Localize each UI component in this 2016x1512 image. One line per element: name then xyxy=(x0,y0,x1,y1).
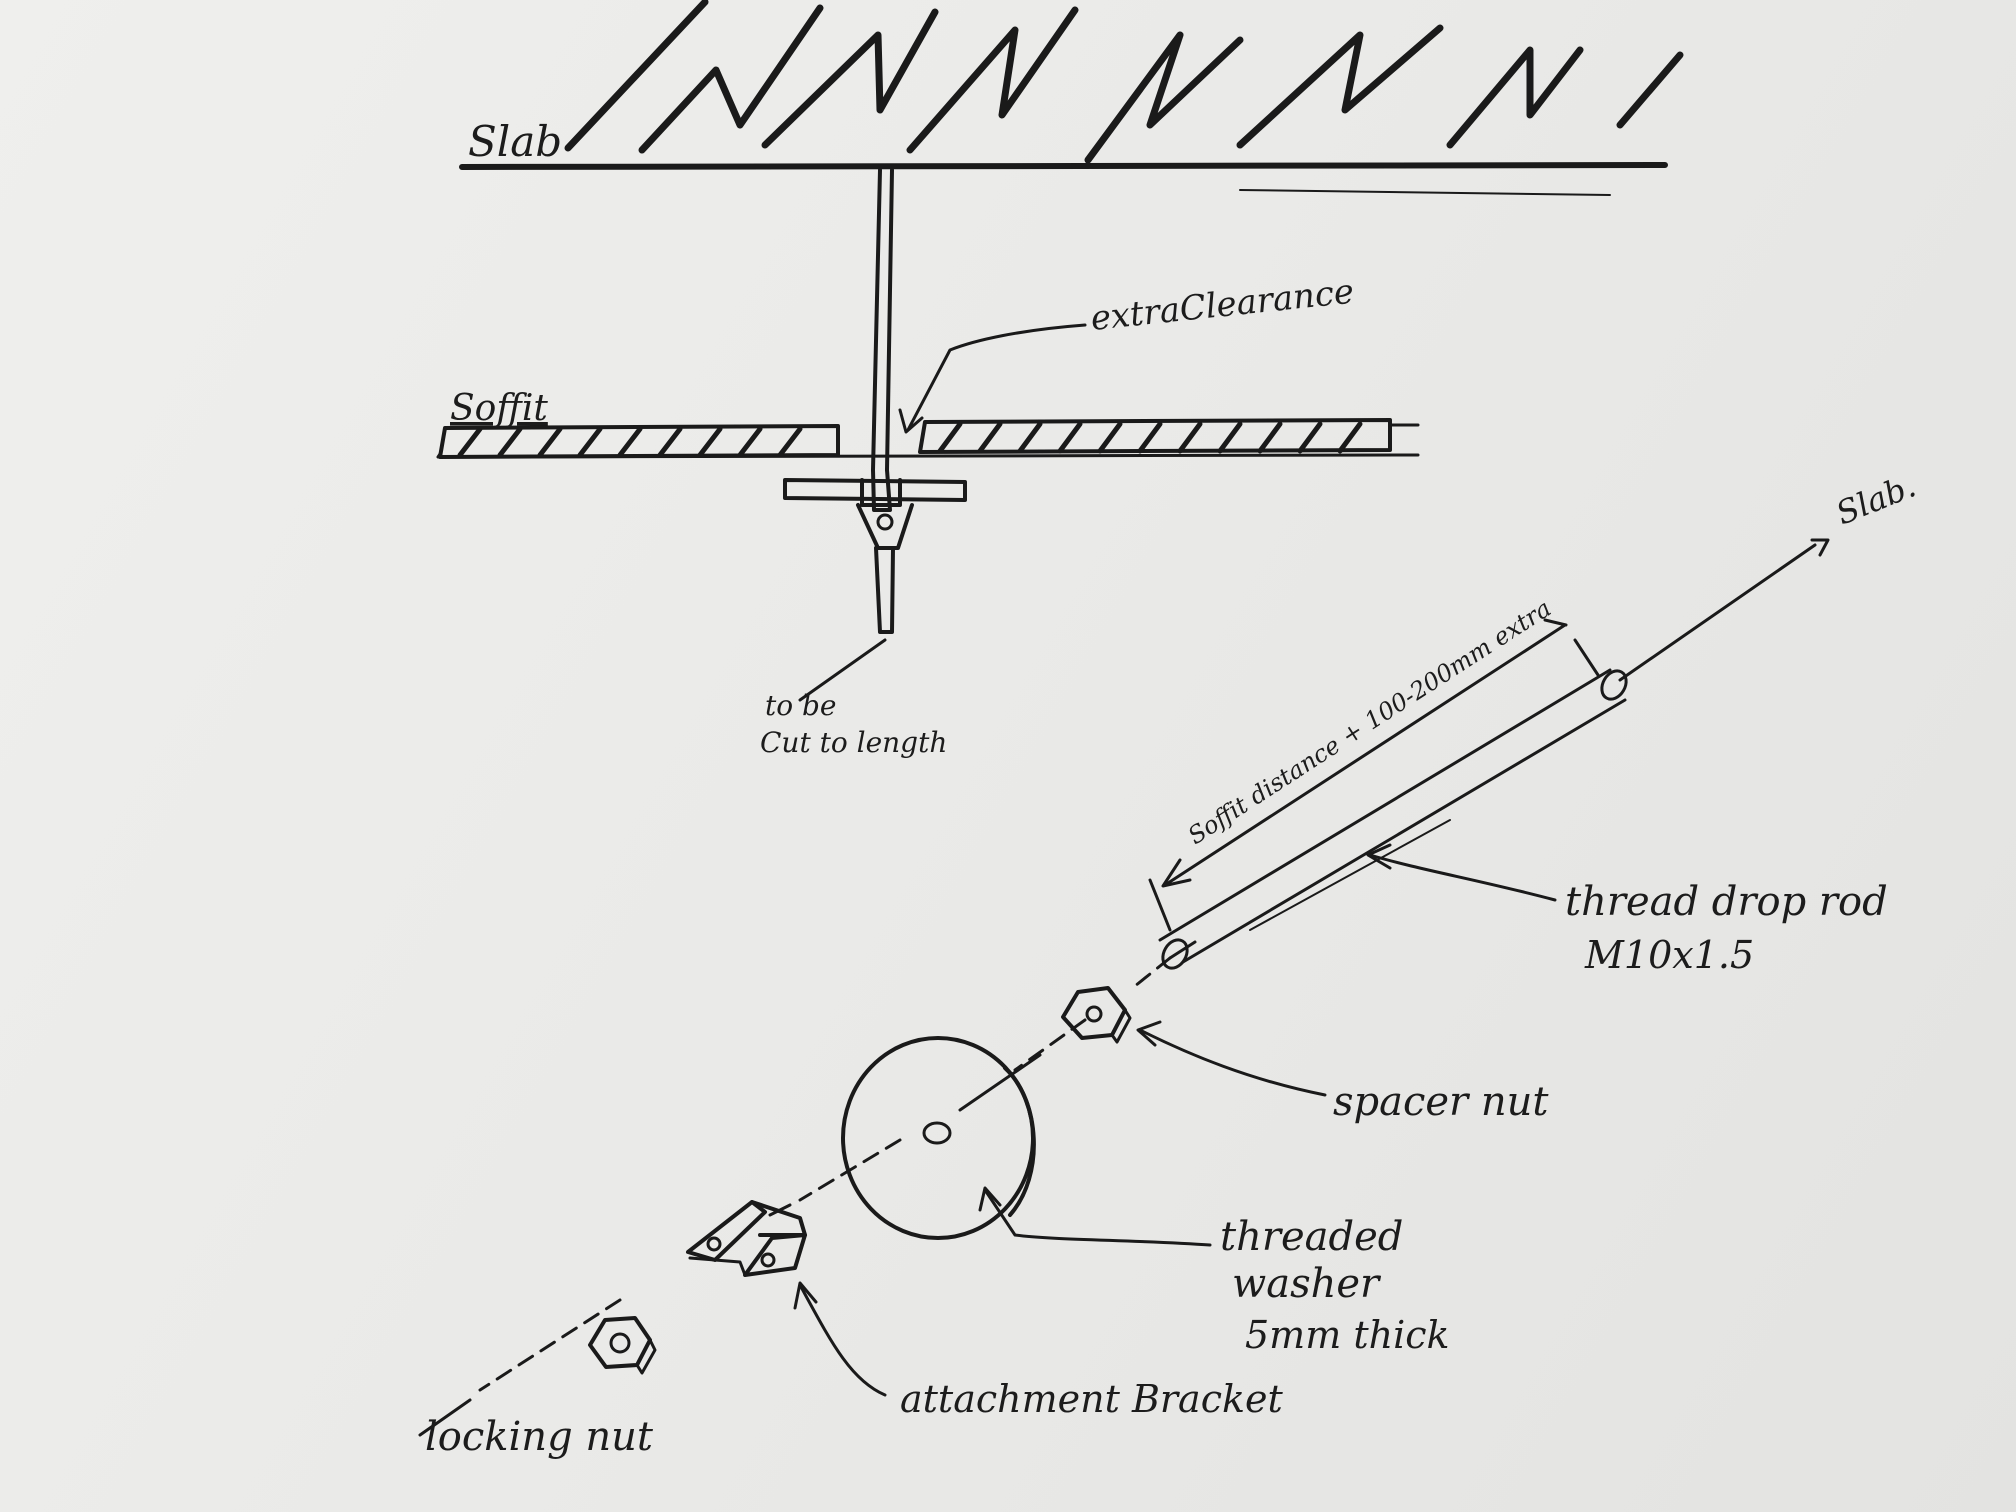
rod-left-edge xyxy=(871,168,882,472)
bracket-face-right xyxy=(743,1233,807,1277)
axis-dashed-line xyxy=(478,956,1172,1392)
slab-hatch xyxy=(1236,24,1444,149)
washer-label-line1: threaded xyxy=(1220,1214,1403,1260)
slab xyxy=(459,0,1684,196)
slab-hatch xyxy=(564,0,709,152)
rod-right-edge xyxy=(885,168,894,472)
spacer-nut-section xyxy=(860,478,902,507)
rod-label-line2: M10x1.5 xyxy=(1584,933,1754,977)
axis-arrowhead xyxy=(1810,538,1830,557)
rod-shading xyxy=(1249,819,1451,931)
spacer-nut xyxy=(1061,986,1132,1044)
clearance-leader xyxy=(906,323,1087,432)
spacer-nut-leader xyxy=(1138,1028,1327,1097)
slab-hatch xyxy=(1446,46,1584,149)
rod-nut-top xyxy=(871,468,892,512)
drop-rod-section xyxy=(871,168,894,512)
washer-label-line3: 5mm thick xyxy=(1245,1313,1450,1357)
spacer-nut-label: spacer nut xyxy=(1333,1079,1549,1125)
dim-tick xyxy=(1543,618,1568,627)
washer-arrowhead xyxy=(978,1186,1002,1212)
rod-leader xyxy=(1368,853,1557,902)
dim-arrow xyxy=(1161,858,1192,888)
dim-extension-bottom xyxy=(1148,878,1172,932)
bracket-arrowhead xyxy=(793,1281,818,1310)
soffit-base-line xyxy=(436,452,1420,459)
slab-underside-line xyxy=(459,162,1668,170)
rod-upper-edge xyxy=(1158,668,1612,942)
slab-label: Slab xyxy=(468,117,562,166)
slab-shadow-line xyxy=(1239,189,1611,196)
axis-segments xyxy=(418,940,1197,1437)
washer-plate xyxy=(783,478,967,502)
washer-edge xyxy=(1003,1066,1036,1217)
bracket-section xyxy=(856,503,914,550)
bracket-top xyxy=(750,1200,807,1237)
bracket-hole-right xyxy=(760,1252,776,1268)
cut-label-line1: to be xyxy=(765,689,837,722)
rod-end-top xyxy=(1600,669,1628,701)
cut-leader xyxy=(798,638,887,702)
soffit-hatching xyxy=(457,421,1363,458)
slab-hatch xyxy=(906,6,1079,154)
soffit-label: Soffit xyxy=(450,388,548,429)
bracket-hole xyxy=(876,513,894,531)
dimension-label: Soffit distance + 100-200mm extra xyxy=(1183,594,1556,850)
bracket-base xyxy=(688,1256,747,1277)
dim-line xyxy=(1163,623,1567,887)
extra-clearance-label: extraClearance xyxy=(1089,272,1356,339)
soffit-right-panel xyxy=(918,418,1392,454)
dim-extension-top xyxy=(1573,638,1600,677)
exploded-axis xyxy=(418,538,1830,1437)
rod-label-line1: thread drop rod xyxy=(1565,879,1888,925)
soffit xyxy=(436,418,1420,459)
rod-lower-edge xyxy=(1181,698,1627,964)
attachment-bracket xyxy=(686,1200,807,1277)
slab-hatch xyxy=(761,8,939,149)
washer-hole xyxy=(922,1121,952,1145)
washer-label-line2: washer xyxy=(1232,1261,1382,1307)
dimension xyxy=(1148,618,1600,932)
rod-arrowhead xyxy=(1366,843,1392,870)
locking-nut-hole xyxy=(609,1332,631,1354)
spacer-nut-arrowhead xyxy=(1136,1020,1162,1047)
threaded-rod xyxy=(1158,668,1628,970)
spacer-nut-hole xyxy=(1085,1005,1103,1023)
spacer-nut-side xyxy=(1110,1008,1132,1044)
cut-label-line2: Cut to length xyxy=(760,726,947,759)
bracket-label: attachment Bracket xyxy=(900,1377,1283,1421)
locking-nut-side xyxy=(635,1338,657,1375)
slab-hatch xyxy=(1084,31,1244,164)
bracket-face-left xyxy=(686,1200,767,1262)
clearance-arrowhead xyxy=(898,408,924,434)
threaded-washer xyxy=(841,1036,1036,1240)
washer-leader xyxy=(983,1188,1212,1247)
slab-arrow-label: Slab. xyxy=(1831,467,1921,533)
slab-hatch xyxy=(638,4,824,154)
locking-nut-body xyxy=(588,1316,652,1369)
bracket-hole-left xyxy=(706,1236,722,1252)
locking-nut xyxy=(588,1316,657,1375)
bracket-leader xyxy=(798,1283,887,1397)
slab-hatch xyxy=(1616,51,1684,129)
locking-nut-label: locking nut xyxy=(425,1414,654,1460)
axis-to-slab xyxy=(1618,543,1817,682)
rod-end-bottom xyxy=(1161,938,1189,970)
rod-tail xyxy=(874,546,895,634)
bracket-assembly-section xyxy=(783,478,967,634)
